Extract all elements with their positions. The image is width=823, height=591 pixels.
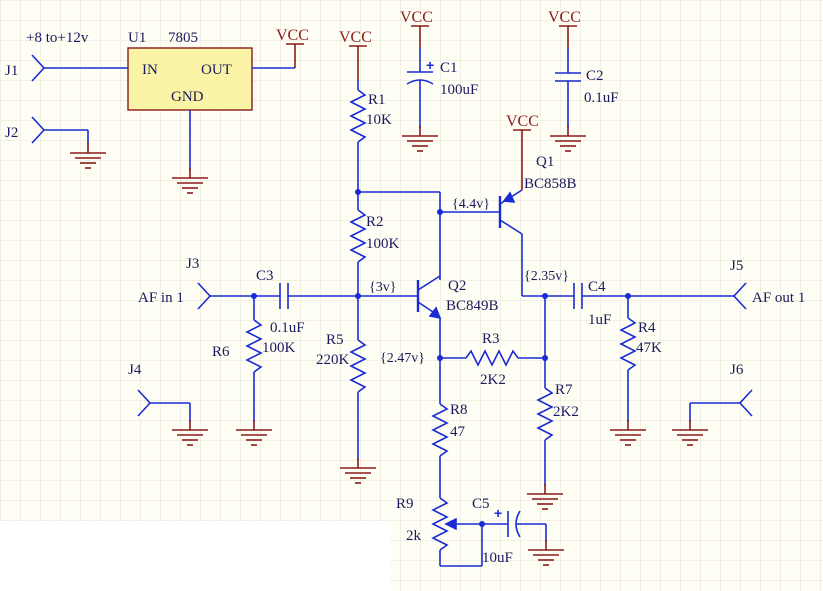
c2-ref: C2	[586, 68, 604, 84]
resistor-r4[interactable]	[619, 296, 637, 422]
signal-output-label: AF out 1	[752, 290, 805, 306]
vcc-regulator-out	[286, 43, 304, 68]
resistor-r5[interactable]	[349, 296, 367, 460]
capacitor-c1[interactable]	[406, 48, 434, 128]
connector-j1[interactable]	[31, 54, 128, 82]
resistor-r1[interactable]	[349, 80, 367, 192]
c2-value: 0.1uF	[584, 90, 619, 106]
voltage-q1-base: {4.4v}	[452, 197, 490, 212]
q1-part: BC858B	[524, 176, 577, 192]
vcc-c1	[411, 25, 429, 48]
voltage-q2-base: {3v}	[369, 280, 396, 295]
r1-ref: R1	[368, 92, 386, 108]
r9-ref: R9	[396, 496, 414, 512]
regulator-pin-gnd: GND	[171, 89, 204, 105]
c1-value: 100uF	[440, 82, 478, 98]
connector-j3-label: J3	[186, 256, 199, 272]
connector-j1-label: J1	[5, 63, 18, 79]
connector-j2[interactable]	[31, 116, 89, 145]
r4-value: 47K	[636, 340, 662, 356]
regulator-pin-in: IN	[142, 62, 158, 78]
c3-value: 0.1uF	[270, 320, 305, 336]
c1-ref: C1	[440, 60, 458, 76]
vcc-r1	[349, 45, 367, 80]
vcc-label-c2: VCC	[548, 9, 581, 26]
r8-ref: R8	[450, 402, 468, 418]
vcc-label-r1: VCC	[339, 29, 372, 46]
c3-ref: C3	[256, 268, 274, 284]
r6-value: 100K	[262, 340, 296, 356]
vcc-c2	[559, 25, 577, 48]
vcc-q1	[513, 129, 531, 190]
q2-part: BC849B	[446, 298, 499, 314]
voltage-q1-collector: {2.35v}	[524, 269, 569, 284]
r3-ref: R3	[482, 331, 500, 347]
r7-ref: R7	[555, 382, 573, 398]
c5-value: 10uF	[482, 550, 513, 566]
node-vcc-divider	[358, 191, 500, 280]
blank-region	[0, 521, 390, 591]
q2-ref: Q2	[448, 278, 466, 294]
connector-j5[interactable]	[732, 282, 747, 310]
capacitor-c4[interactable]	[573, 283, 734, 309]
connector-j3[interactable]	[197, 282, 280, 310]
transistor-q2[interactable]	[416, 275, 442, 394]
resistor-r8[interactable]	[431, 394, 449, 498]
r9-value: 2k	[406, 528, 422, 544]
r5-value: 220K	[316, 352, 350, 368]
r6-ref: R6	[212, 344, 230, 360]
connector-j5-label: J5	[730, 258, 743, 274]
r2-value: 100K	[366, 236, 400, 252]
voltage-q2-emitter: {2.47v}	[380, 351, 425, 366]
c5-ref: C5	[472, 496, 490, 512]
connector-j6[interactable]	[689, 389, 753, 422]
capacitor-c3[interactable]	[279, 283, 418, 309]
capacitor-c5[interactable]	[482, 510, 547, 542]
connector-j6-label: J6	[730, 362, 744, 378]
r3-value: 2K2	[480, 372, 506, 388]
connector-j2-label: J2	[5, 125, 18, 141]
r7-value: 2K2	[553, 404, 579, 420]
r8-value: 47	[450, 424, 466, 440]
transistor-q1[interactable]	[498, 189, 574, 297]
r5-ref: R5	[326, 332, 344, 348]
vcc-label-q1: VCC	[506, 113, 539, 130]
c4-ref: C4	[588, 279, 606, 295]
vcc-label-c1: VCC	[400, 9, 433, 26]
supply-note: +8 to+12v	[26, 30, 89, 46]
c5-polarity: +	[494, 505, 502, 521]
connector-j4-label: J4	[128, 362, 142, 378]
q1-ref: Q1	[536, 154, 554, 170]
regulator-u1[interactable]	[127, 47, 253, 111]
resistor-r2[interactable]	[349, 192, 367, 296]
resistor-r6[interactable]	[245, 296, 263, 422]
regulator-ref: U1	[128, 30, 146, 46]
r4-ref: R4	[638, 320, 656, 336]
regulator-value: 7805	[168, 30, 198, 46]
regulator-wires	[189, 67, 295, 170]
capacitor-c2[interactable]	[555, 48, 581, 128]
resistor-r7[interactable]	[536, 296, 554, 486]
c4-value: 1uF	[588, 312, 611, 328]
r2-ref: R2	[366, 214, 384, 230]
r1-value: 10K	[366, 112, 392, 128]
regulator-pin-out: OUT	[201, 62, 232, 78]
c1-polarity: +	[426, 57, 434, 73]
signal-input-label: AF in 1	[138, 290, 184, 306]
resistor-r3[interactable]	[440, 349, 545, 367]
vcc-label-regulator: VCC	[276, 27, 309, 44]
potentiometer-r9[interactable]	[431, 497, 483, 567]
connector-j4[interactable]	[137, 389, 191, 422]
